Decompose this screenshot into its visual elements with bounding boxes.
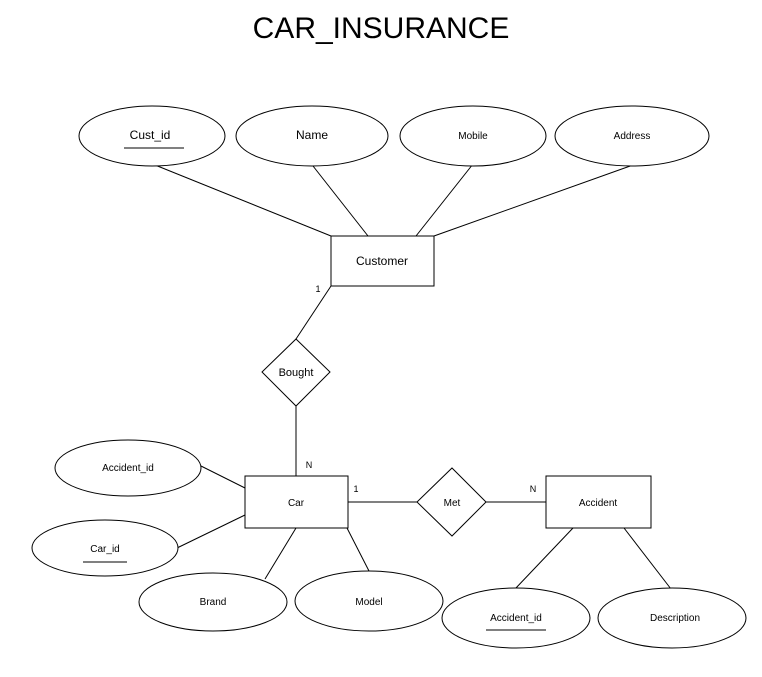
connector-lines	[154, 163, 672, 590]
attribute-brand: Brand	[138, 572, 288, 632]
attribute-description-label: Description	[650, 613, 700, 624]
attribute-address: Address	[554, 105, 710, 167]
attribute-cust-id: Cust_id	[78, 105, 226, 167]
relationship-bought: Bought	[261, 338, 331, 407]
cardinality-car-met: 1	[353, 484, 358, 494]
entity-car-label: Car	[288, 498, 305, 509]
attribute-mobile: Mobile	[399, 105, 547, 167]
line-description-accident	[623, 527, 672, 590]
attribute-model-label: Model	[355, 597, 382, 608]
entity-customer: Customer	[330, 235, 435, 287]
attribute-model: Model	[294, 570, 444, 632]
relationship-bought-label: Bought	[279, 367, 314, 379]
entity-customer-label: Customer	[356, 254, 408, 268]
cardinality-met-accident: N	[530, 484, 537, 494]
relationship-met: Met	[416, 467, 487, 537]
attribute-name-label: Name	[296, 128, 328, 142]
line-name-customer	[312, 165, 369, 237]
attribute-mobile-label: Mobile	[458, 131, 488, 142]
cardinality-customer-bought: 1	[315, 284, 320, 294]
line-customer-bought	[295, 285, 332, 340]
attribute-name: Name	[235, 105, 389, 167]
line-accidentid-accident	[514, 527, 574, 590]
relationship-met-label: Met	[444, 498, 461, 509]
attribute-accident-id-label: Accident_id	[490, 613, 542, 624]
entity-accident: Accident	[545, 475, 652, 529]
attribute-car-id-label: Car_id	[90, 544, 119, 555]
attribute-car-accident-id: Accident_id	[54, 439, 202, 497]
entity-car: Car	[244, 475, 349, 529]
line-mobile-customer	[415, 163, 474, 237]
line-model-car	[346, 527, 370, 572]
attribute-address-label: Address	[614, 131, 651, 142]
attribute-car-id: Car_id	[31, 519, 179, 577]
entity-accident-label: Accident	[579, 498, 618, 509]
cardinality-bought-car: N	[306, 460, 313, 470]
line-address-customer	[433, 164, 634, 237]
diagram-title: CAR_INSURANCE	[252, 12, 510, 45]
attribute-description: Description	[597, 587, 747, 649]
line-brand-car	[264, 527, 297, 580]
attribute-brand-label: Brand	[200, 597, 227, 608]
line-custid-customer	[154, 164, 332, 237]
attribute-accident-id: Accident_id	[441, 587, 591, 649]
attribute-car-accident-id-label: Accident_id	[102, 463, 154, 474]
line-caraccidentid-car	[200, 465, 246, 489]
line-carid-car	[176, 514, 246, 549]
attribute-cust-id-label: Cust_id	[130, 128, 171, 142]
